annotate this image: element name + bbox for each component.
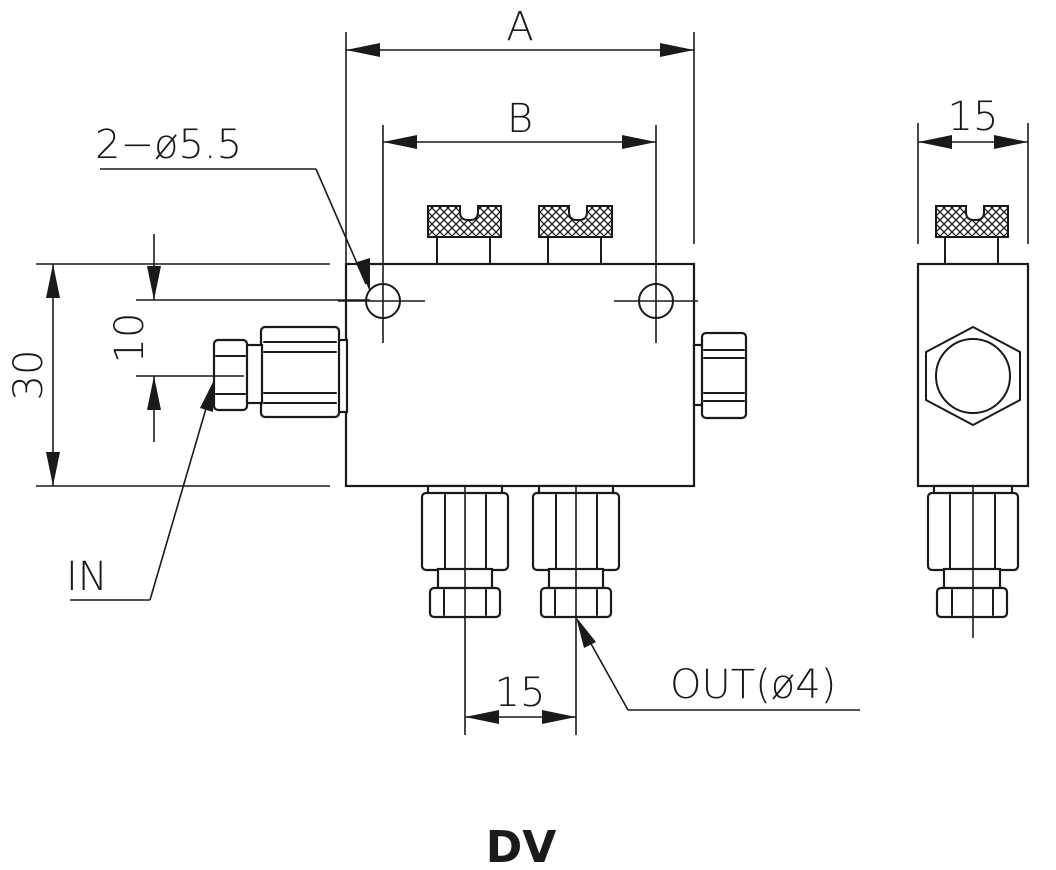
- front-view: [212, 205, 748, 735]
- dimension-outlet-pitch-label: 15: [495, 670, 546, 716]
- dimension-a: A: [345, 4, 695, 264]
- side-view: [916, 205, 1030, 638]
- outlet-fitting-right: [531, 484, 621, 735]
- dimension-offset-label: 10: [107, 313, 153, 364]
- adjust-cap-right: [538, 205, 613, 265]
- dimension-outlet-pitch: 15: [465, 670, 576, 724]
- outlet-fitting-left: [420, 484, 510, 735]
- inlet-callout: IN: [66, 380, 214, 601]
- dimension-offset: 10: [107, 234, 370, 442]
- dimension-a-label: A: [506, 4, 533, 50]
- side-hex-port: [925, 326, 1021, 426]
- drawing-title: DV: [486, 822, 557, 870]
- dimension-b-label: B: [507, 96, 533, 142]
- side-valve-body: [916, 262, 1030, 488]
- mounting-hole-right: [614, 262, 698, 343]
- outlet-callout: OUT(ø4): [576, 617, 860, 711]
- end-plug-fitting: [692, 331, 748, 420]
- dimension-height-label: 30: [6, 350, 52, 401]
- inlet-label: IN: [66, 554, 108, 600]
- hole-callout: 2−ø5.5: [95, 122, 370, 292]
- inlet-fitting: [212, 325, 349, 419]
- dimension-side-width: 15: [917, 94, 1029, 244]
- dimension-side-width-label: 15: [948, 94, 999, 140]
- adjust-cap-left: [427, 205, 502, 265]
- valve-body: [344, 262, 696, 488]
- dimension-b: B: [382, 96, 657, 262]
- mounting-hole-left: [338, 262, 425, 343]
- outlet-label: OUT(ø4): [670, 662, 836, 708]
- dimension-height: 30: [6, 263, 330, 487]
- side-outlet-fitting: [926, 484, 1020, 638]
- side-adjust-cap: [935, 205, 1009, 238]
- hole-callout-label: 2−ø5.5: [95, 122, 242, 168]
